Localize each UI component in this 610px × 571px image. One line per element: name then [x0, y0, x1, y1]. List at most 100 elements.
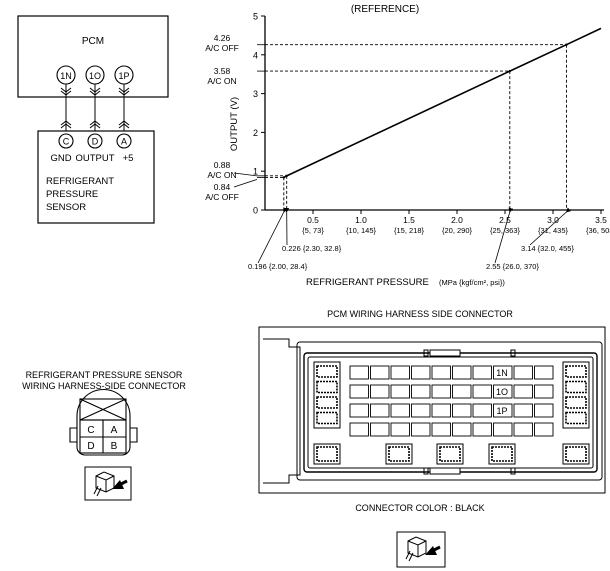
x-axis-title: REFRIGERANT PRESSURE (MPa {kgf/cm², psi}…	[306, 277, 505, 288]
pcm-pin-cell	[534, 365, 554, 380]
pcm-pin-cell	[452, 384, 472, 399]
pcm-pin-cell	[472, 365, 492, 380]
pcm-pin-cell	[534, 384, 554, 399]
pcm-pin-cell	[452, 365, 472, 380]
pcm-pin-cell	[349, 403, 369, 418]
y-annotation-label: A/C OFF	[205, 43, 239, 53]
pcm-pin-cell	[534, 403, 554, 418]
sensor-pin-label: D	[92, 137, 99, 147]
y-tick-label: 0	[253, 206, 258, 216]
x-tick-sublabel: {31, 435}	[538, 226, 569, 235]
pin-function-output: OUTPUT	[75, 153, 114, 164]
pcm-pin-cell	[349, 384, 369, 399]
y-annotation-label: A/C ON	[207, 76, 236, 86]
pcm-pin-cell	[411, 384, 431, 399]
pcm-pin-label: 1N	[60, 71, 72, 81]
pcm-pin-cell	[370, 384, 390, 399]
x-annotation-leader	[494, 207, 514, 264]
pcm-pin-cell	[472, 422, 492, 437]
wires	[60, 84, 130, 131]
chart-title: (REFERENCE)	[351, 4, 419, 15]
pcm-pin-1o: 1O	[85, 65, 105, 85]
pcm-label: PCM	[82, 36, 104, 47]
pcm-pin-cell	[513, 403, 533, 418]
x-tick-label: 3.5	[595, 215, 607, 225]
y-tick-label: 5	[253, 12, 258, 22]
x-tick-sublabel: {15, 218}	[394, 226, 425, 235]
x-tick-sublabel: {25, 363}	[490, 226, 521, 235]
pcm-connector-pin-label: 1O	[496, 387, 508, 397]
y-annotation-label: 4.26	[214, 33, 231, 43]
view-direction-icon	[396, 531, 446, 568]
pcm-connector-shell	[258, 326, 606, 494]
pcm-side-cell	[565, 411, 587, 425]
pcm-pin-grid	[349, 365, 554, 437]
pcm-pin-cell	[513, 384, 533, 399]
pcm-side-cell	[316, 411, 338, 425]
x-axis-label: REFRIGERANT PRESSURE	[306, 277, 429, 288]
pcm-bottom-cell	[491, 446, 513, 462]
pressure-output-chart: (REFERENCE) OUTPUT (V) REFRIGERANT PRESS…	[205, 4, 610, 288]
pcm-pin-cell	[431, 365, 451, 380]
y-annotation-label: A/C OFF	[205, 192, 239, 202]
pcm-side-cell	[316, 365, 338, 378]
sensor-label-line: SENSOR	[46, 202, 86, 213]
pcm-pin-cell	[370, 403, 390, 418]
x-tick-label: 1.5	[403, 215, 415, 225]
sensor-connector-view: REFRIGERANT PRESSURE SENSOR WIRING HARNE…	[22, 370, 186, 501]
pcm-side-cell	[565, 380, 587, 394]
pcm-box	[17, 15, 169, 98]
pcm-pin-cell	[472, 403, 492, 418]
pcm-side-cell	[316, 396, 338, 409]
x-annotation-label: 2.55 {26.0, 370}	[486, 262, 539, 271]
x-tick-sublabel: {20, 290}	[442, 226, 473, 235]
y-annotation-leader	[233, 172, 258, 177]
x-tick-sublabel: {10, 145}	[346, 226, 377, 235]
y-tick-label: 4	[253, 50, 258, 60]
pcm-side-cell	[565, 396, 587, 409]
pcm-pin-cell	[390, 422, 410, 437]
x-tick-label: 2.0	[451, 215, 463, 225]
y-annotation-label: A/C ON	[207, 170, 236, 180]
pcm-pin-cell	[431, 422, 451, 437]
sensor-pin-label: C	[63, 137, 70, 147]
pcm-pin-cell	[452, 422, 472, 437]
pin-function-gnd: GND	[50, 153, 71, 164]
pcm-pin-cell	[411, 403, 431, 418]
y-annotation-leader	[233, 179, 258, 188]
x-tick-label: 1.0	[355, 215, 367, 225]
pcm-pin-cell	[493, 403, 513, 418]
x-annotation-leader	[257, 207, 288, 264]
pcm-side-cells	[316, 365, 587, 462]
x-annotation-label: 3.14 {32.0, 455}	[521, 244, 574, 253]
pcm-pin-cell	[493, 422, 513, 437]
sensor-connector-body	[69, 388, 138, 456]
connector-color-caption: CONNECTOR COLOR : BLACK	[355, 503, 484, 513]
pcm-side-cell	[316, 380, 338, 394]
sensor-connector-pin: C	[87, 425, 94, 436]
pcm-pin-cell	[431, 403, 451, 418]
y-tick-label: 1	[253, 167, 258, 177]
pcm-connector-title: PCM WIRING HARNESS SIDE CONNECTOR	[327, 309, 513, 319]
pcm-pin-cell	[370, 365, 390, 380]
pcm-pin-label: 1P	[118, 71, 129, 81]
sensor-pin-c: C	[58, 133, 74, 149]
pcm-pin-cell	[390, 384, 410, 399]
y-annotation-label: 3.58	[214, 66, 231, 76]
sensor-connector-title-line: REFRIGERANT PRESSURE SENSOR	[26, 370, 183, 380]
pcm-pin-1p: 1P	[114, 65, 134, 85]
x-annotation-label: 0.196 {2.00, 28.4}	[248, 262, 308, 271]
x-tick-label: 2.5	[499, 215, 511, 225]
pcm-side-cell	[565, 365, 587, 378]
pcm-pin-cell	[431, 384, 451, 399]
pcm-bottom-cell	[439, 446, 461, 462]
pcm-connector-pin-label: 1P	[496, 406, 507, 416]
pcm-pin-cell	[534, 422, 554, 437]
x-annotation-label: 0.226 {2.30, 32.8}	[282, 244, 342, 253]
pcm-pin-cell	[493, 384, 513, 399]
x-tick-sublabel: {36, 508}	[586, 226, 610, 235]
sensor-connector-pin: A	[111, 425, 118, 436]
pcm-pin-cell	[472, 384, 492, 399]
pcm-pin-1n: 1N	[56, 65, 76, 85]
pcm-connector-view: PCM WIRING HARNESS SIDE CONNECTOR 1N 1O	[258, 309, 606, 568]
